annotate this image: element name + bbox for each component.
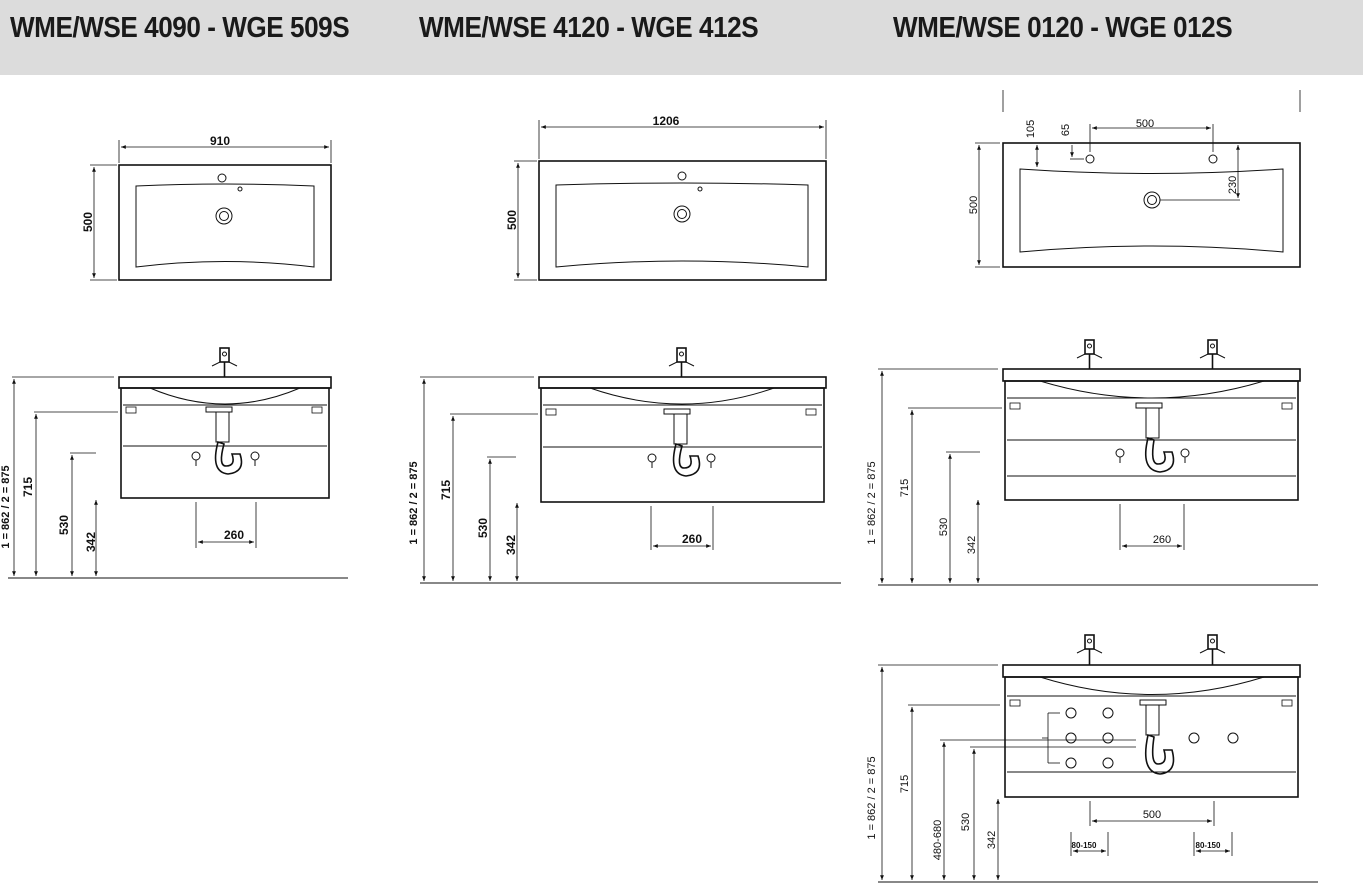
col1-width-label: 910 — [210, 134, 230, 148]
col3b-h715: 715 — [899, 775, 911, 793]
col3-top-view: 500 105 65 230 500 — [968, 90, 1301, 268]
col3-tap-spacing: 500 — [1136, 118, 1154, 130]
col3b-h480: 480-680 — [932, 820, 944, 860]
col2-depth-label: 500 — [505, 210, 519, 230]
col3-d105: 105 — [1025, 120, 1037, 138]
col2-h530: 530 — [476, 518, 490, 538]
col2-width-label: 1206 — [653, 114, 680, 128]
col3b-offset-right: 80-150 — [1196, 841, 1221, 850]
col3b-front-view: 1 = 862 / 2 = 875 715 480-680 530 342 50… — [866, 634, 1318, 883]
col3b-offset-left: 80-150 — [1072, 841, 1097, 850]
col3-h715: 715 — [899, 479, 911, 497]
col1-top-view: 910 500 — [81, 134, 332, 281]
col3-front-view: 1 = 862 / 2 = 875 715 530 342 260 — [866, 339, 1318, 586]
col3b-h342: 342 — [986, 831, 998, 849]
col3-d230: 230 — [1227, 176, 1239, 194]
col3-d65: 65 — [1060, 124, 1072, 136]
title-wme-0120: WME/WSE 0120 - WGE 012S — [893, 12, 1233, 44]
col1-h715: 715 — [21, 477, 35, 497]
col2-h715: 715 — [439, 480, 453, 500]
col1-outlet-label: 260 — [224, 528, 244, 542]
col1-total-height: 1 = 862 / 2 = 875 — [0, 465, 12, 548]
col2-h342: 342 — [504, 535, 518, 555]
col2-top-view: 1206 500 — [505, 114, 827, 281]
col3-h342: 342 — [966, 536, 978, 554]
col3-h530: 530 — [938, 518, 950, 536]
title-wme-4120: WME/WSE 4120 - WGE 412S — [419, 12, 759, 44]
col2-outlet-label: 260 — [682, 532, 702, 546]
col1-depth-label: 500 — [81, 212, 95, 232]
col1-h342: 342 — [84, 532, 98, 552]
col3-total-height: 1 = 862 / 2 = 875 — [866, 461, 878, 544]
title-wme-4090: WME/WSE 4090 - WGE 509S — [10, 12, 350, 44]
col3b-tap-spacing: 500 — [1143, 809, 1161, 821]
col3-outlet-label: 260 — [1153, 534, 1171, 546]
col3b-h530: 530 — [960, 813, 972, 831]
col2-total-height: 1 = 862 / 2 = 875 — [408, 461, 420, 544]
col1-h530: 530 — [57, 515, 71, 535]
col1-front-view: 1 = 862 / 2 = 875 715 530 342 260 — [0, 347, 348, 579]
col2-front-view: 1 = 862 / 2 = 875 715 530 342 260 — [408, 347, 841, 584]
col3-depth-label: 500 — [968, 196, 980, 214]
col3b-total-height: 1 = 862 / 2 = 875 — [866, 756, 878, 839]
header-bar: WME/WSE 4090 - WGE 509S WME/WSE 4120 - W… — [0, 0, 1363, 75]
